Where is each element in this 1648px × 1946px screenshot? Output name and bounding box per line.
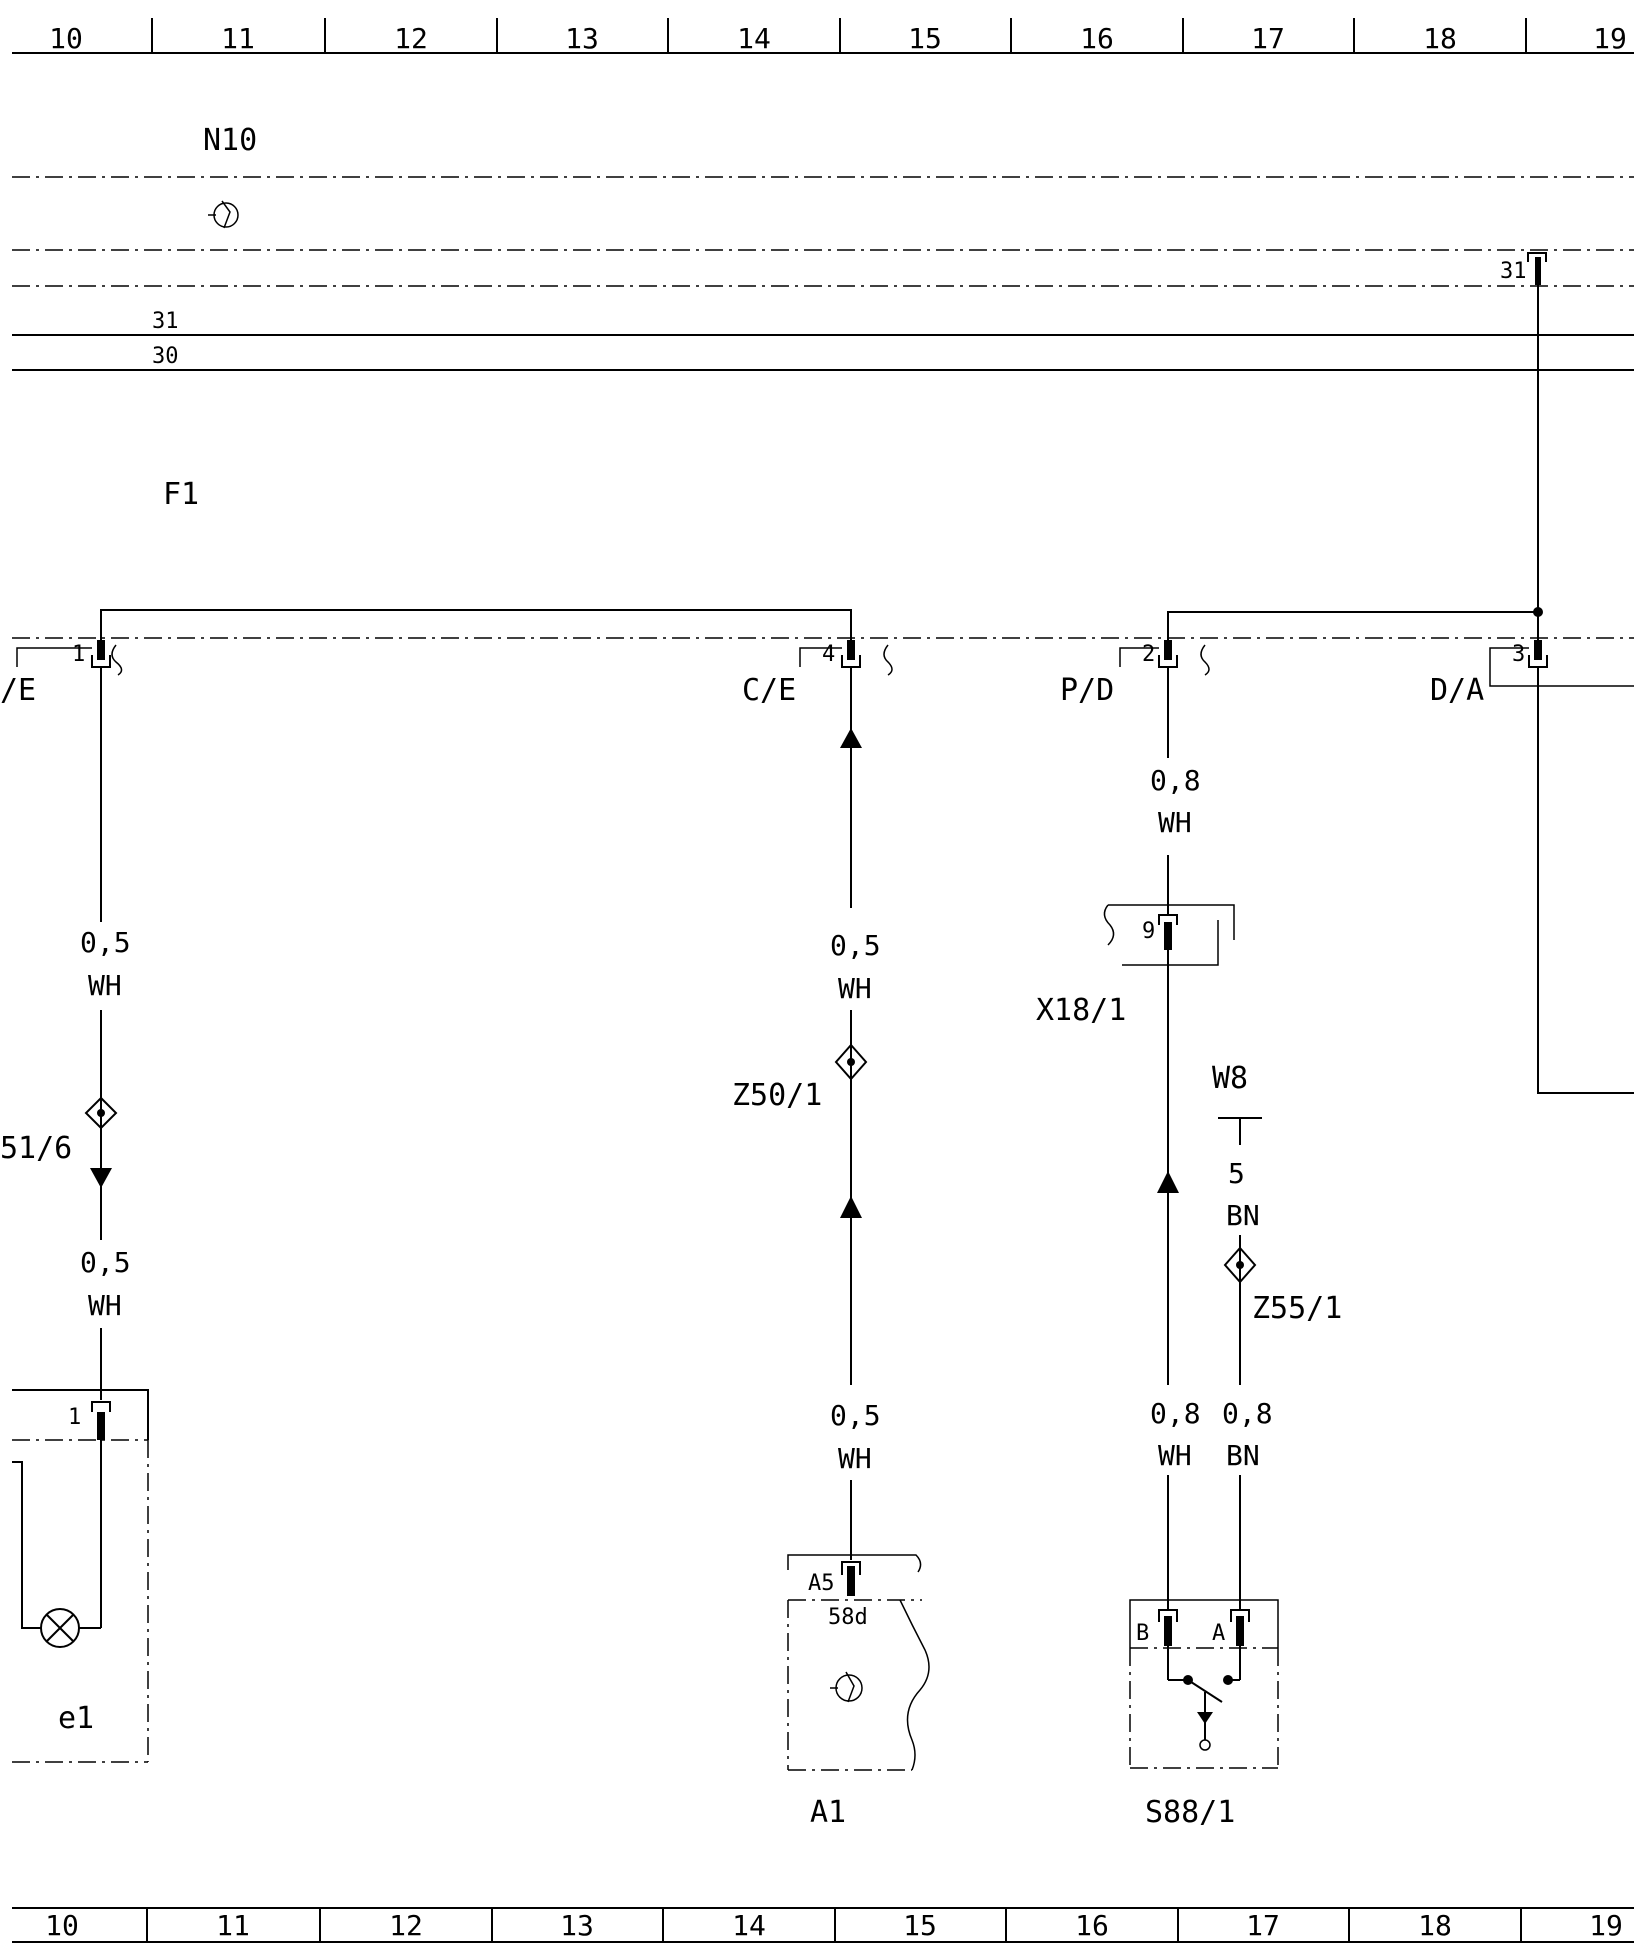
top-grid-number: 12 <box>394 22 428 55</box>
connector-code-3: D/A <box>1430 673 1484 708</box>
wire-size: 0,8 <box>1150 764 1201 797</box>
connector-pin-4 <box>799 640 893 676</box>
top-grid-number: 16 <box>1080 22 1114 55</box>
bottom-grid-number: 17 <box>1246 1909 1280 1942</box>
top-grid-number: 10 <box>49 22 83 55</box>
interconnect-wire-1-4 <box>100 609 852 642</box>
interconnect-wire-2-3 <box>1167 611 1538 642</box>
arrow-up-icon <box>1157 1171 1179 1193</box>
a1-label: A1 <box>810 1795 846 1830</box>
wire-size: 0,8 <box>1150 1397 1201 1430</box>
wire-size: 0,8 <box>1222 1397 1273 1430</box>
component-s88-1 <box>1129 1599 1279 1769</box>
wire-size: 0,5 <box>80 926 131 959</box>
s88-1-label: S88/1 <box>1145 1795 1235 1830</box>
connector-x18-1 <box>1103 904 1235 966</box>
wire-color: BN <box>1226 1199 1260 1232</box>
arrow-down-icon <box>90 1168 112 1188</box>
top-grid-number: 14 <box>737 22 771 55</box>
splice-z55-1 <box>1223 1246 1257 1284</box>
connector-code-4: C/E <box>742 673 796 708</box>
wire-size: 0,5 <box>80 1246 131 1279</box>
bottom-grid-number: 19 <box>1589 1909 1623 1942</box>
wire-size: 0,5 <box>830 1399 881 1432</box>
pin-label-1: 1 <box>72 642 85 667</box>
w8-label: W8 <box>1212 1061 1248 1096</box>
e1-pin-label: 1 <box>68 1405 81 1430</box>
bottom-grid-number: 13 <box>560 1909 594 1942</box>
z55-1-label: Z55/1 <box>1252 1291 1342 1326</box>
bus-label-30: 30 <box>152 344 179 369</box>
pin-label-4: 4 <box>822 642 835 667</box>
arrow-up-icon <box>840 1196 862 1218</box>
f1-label: F1 <box>163 477 199 512</box>
bus-label-31: 31 <box>152 309 179 334</box>
top-grid-strip: 10 11 12 13 14 15 16 17 18 19 <box>12 18 1634 55</box>
a1-pin-sublabel: 58d <box>828 1605 868 1630</box>
wire-color: WH <box>838 1442 872 1475</box>
top-grid-number: 18 <box>1423 22 1457 55</box>
x18-1-pin-label: 9 <box>1142 919 1155 944</box>
connector-pin-3 <box>1489 640 1634 687</box>
connector-code-2: P/D <box>1060 673 1114 708</box>
top-grid-number: 15 <box>908 22 942 55</box>
bottom-grid-number: 16 <box>1075 1909 1109 1942</box>
bottom-grid-number: 18 <box>1418 1909 1452 1942</box>
n10-ground-symbol <box>208 200 239 229</box>
z50-1-label: Z50/1 <box>732 1078 822 1113</box>
connector-code-1: /E <box>0 673 36 708</box>
wire-pin3-out <box>1537 667 1634 1094</box>
n10-label: N10 <box>203 123 257 158</box>
wire-size: 0,5 <box>830 929 881 962</box>
x18-1-label: X18/1 <box>1036 993 1126 1028</box>
s88-1-pin-b: B <box>1136 1621 1149 1646</box>
e1-label: e1 <box>58 1701 94 1736</box>
wire-color: WH <box>1158 806 1192 839</box>
wire-color: BN <box>1226 1439 1260 1472</box>
top-grid-number: 19 <box>1593 22 1627 55</box>
pin-label-3: 3 <box>1512 642 1525 667</box>
component-a1 <box>787 1554 930 1771</box>
wire-color: WH <box>1158 1439 1192 1472</box>
s88-1-pin-a: A <box>1212 1621 1225 1646</box>
wire-color: WH <box>88 1289 122 1322</box>
top-grid-number: 11 <box>221 22 255 55</box>
bottom-grid-strip: 10 11 12 13 14 15 16 17 18 19 <box>12 1907 1634 1943</box>
bottom-grid-number: 11 <box>216 1909 250 1942</box>
top-grid-number: 13 <box>565 22 599 55</box>
lamp-icon <box>40 1608 80 1648</box>
splice-z51-6 <box>84 1096 118 1130</box>
a1-ground-icon <box>830 1671 863 1703</box>
z51-6-label: 51/6 <box>0 1131 72 1166</box>
arrow-up-icon <box>840 728 862 748</box>
component-e1 <box>12 1389 149 1763</box>
connector-pin-31 <box>1527 252 1547 285</box>
a1-pin-label: A5 <box>808 1571 835 1596</box>
wire-color: WH <box>88 969 122 1002</box>
connector-pin-2 <box>1119 640 1210 676</box>
connector-pin-1 <box>16 640 123 676</box>
wire-color: WH <box>838 972 872 1005</box>
switch-icon <box>1183 1675 1233 1751</box>
bottom-grid-number: 14 <box>732 1909 766 1942</box>
bottom-grid-number: 12 <box>389 1909 423 1942</box>
top-grid-number: 17 <box>1251 22 1285 55</box>
pin-label-31: 31 <box>1500 259 1527 284</box>
w8-pin-label: 5 <box>1228 1157 1245 1190</box>
bottom-grid-number: 10 <box>45 1909 79 1942</box>
pin-label-2: 2 <box>1142 642 1155 667</box>
splice-z50-1 <box>834 1043 868 1081</box>
bottom-grid-number: 15 <box>903 1909 937 1942</box>
